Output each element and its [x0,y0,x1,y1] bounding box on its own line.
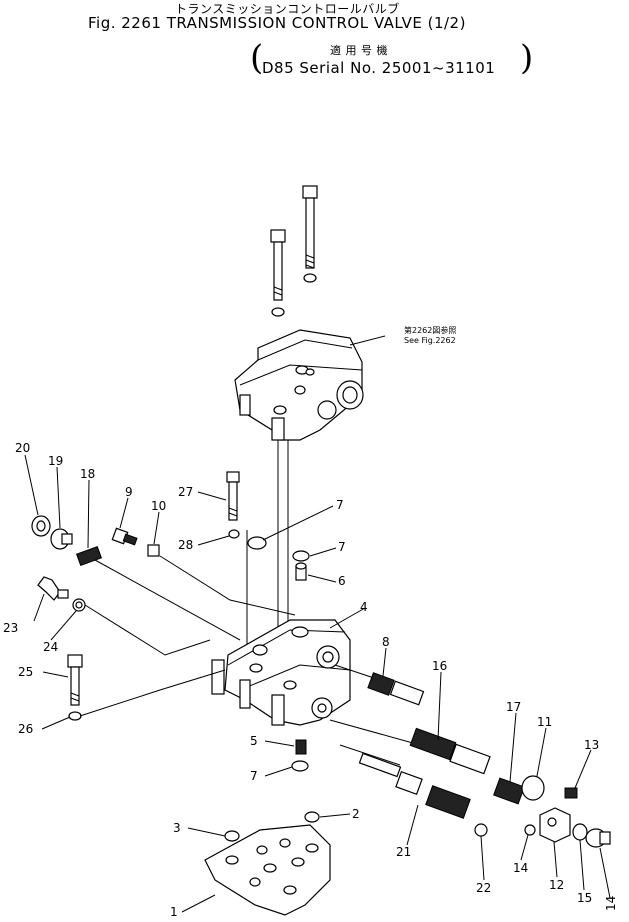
callout-10: 10 [151,499,166,513]
callout-2: 2 [352,807,360,821]
lower-valve-body [211,619,351,726]
callout-6: 6 [338,574,346,588]
o-ring-7-top [247,536,267,550]
left-parenthesis: ( [250,38,264,78]
nut-10 [147,544,160,557]
callout-22: 21 [396,845,411,859]
upper-valve-body [234,329,386,441]
leader-line [159,555,296,616]
callout-5: 5 [250,734,258,748]
leader-line [94,559,241,641]
callout-8: 8 [382,635,390,649]
title-japanese: トランスミッションコントロールバルブ [175,2,400,16]
o-ring-3 [224,830,240,842]
callout-11: 11 [537,715,552,729]
callout-23: 22 [476,881,491,895]
axis-line [329,719,421,746]
callout-25: 24 [43,640,58,654]
cover-12 [539,807,571,843]
bolt-28 [226,471,240,521]
leader-line [84,604,211,656]
spool-17 [409,727,491,775]
long-bolt-right [302,185,318,283]
washer-16 [572,823,588,841]
ring-11 [521,775,545,801]
ball-23 [474,823,488,837]
callout-24: 23 [3,621,18,635]
serial-caption-japanese: 適 用 号 機 [330,44,388,57]
callout-26: 25 [18,665,33,679]
callout-27: 26 [18,722,33,736]
plug-6 [295,562,307,581]
spool-22 [358,752,471,819]
right-parenthesis: ) [520,38,534,78]
axis-line [339,744,401,766]
serial-number-range: D85 Serial No. 25001~31101 [262,59,496,77]
leader-line [79,669,226,717]
bolt-9 [111,527,138,546]
callout-4: 4 [360,600,368,614]
reference-note-japanese: 第2262図参照 [404,325,456,335]
o-ring-7-bottom [291,760,309,772]
callout-21: 20 [15,441,30,455]
bolt-26 [67,654,83,706]
plug-13 [564,787,578,799]
callout-7-bottom: 7 [250,769,258,783]
bracket-24 [37,576,69,601]
callout-7-top: 7 [336,498,344,512]
callout-18: 17 [506,700,521,714]
separator-plate [204,824,331,916]
callout-labels: 20 19 18 9 10 27 28 7 7 6 4 8 16 17 11 1… [3,441,618,919]
ring-14 [524,824,536,836]
o-ring-2 [304,811,320,823]
page-title: Fig. 2261 TRANSMISSION CONTROL VALVE (1/… [88,14,466,32]
washer-29 [228,529,240,539]
plug-15 [585,828,611,848]
washer-21 [31,515,51,537]
callout-3: 3 [173,821,181,835]
callout-29: 28 [178,538,193,552]
callout-20: 19 [48,454,63,468]
spool-8 [367,672,425,706]
nut-25 [72,598,86,612]
plug-20 [50,528,73,550]
washer-27 [68,711,82,721]
callout-17: 16 [432,659,447,673]
callout-12: 12 [549,878,564,892]
callout-1: 1 [170,905,178,919]
callout-7-mid: 7 [338,540,346,554]
long-bolt-left [270,229,286,317]
callout-19: 18 [80,467,95,481]
spring-19 [75,545,103,567]
callout-15: 14 [604,896,618,911]
reference-note: See Fig.2262 [404,336,456,345]
callout-13: 13 [584,738,599,752]
callout-16: 15 [577,891,592,905]
callout-14: 14 [513,861,528,875]
callout-9: 9 [125,485,133,499]
callout-28: 27 [178,485,193,499]
callout-leaders [24,454,611,913]
o-ring-7-mid [292,550,310,562]
plug-5 [295,739,307,755]
spring-18 [493,777,525,805]
